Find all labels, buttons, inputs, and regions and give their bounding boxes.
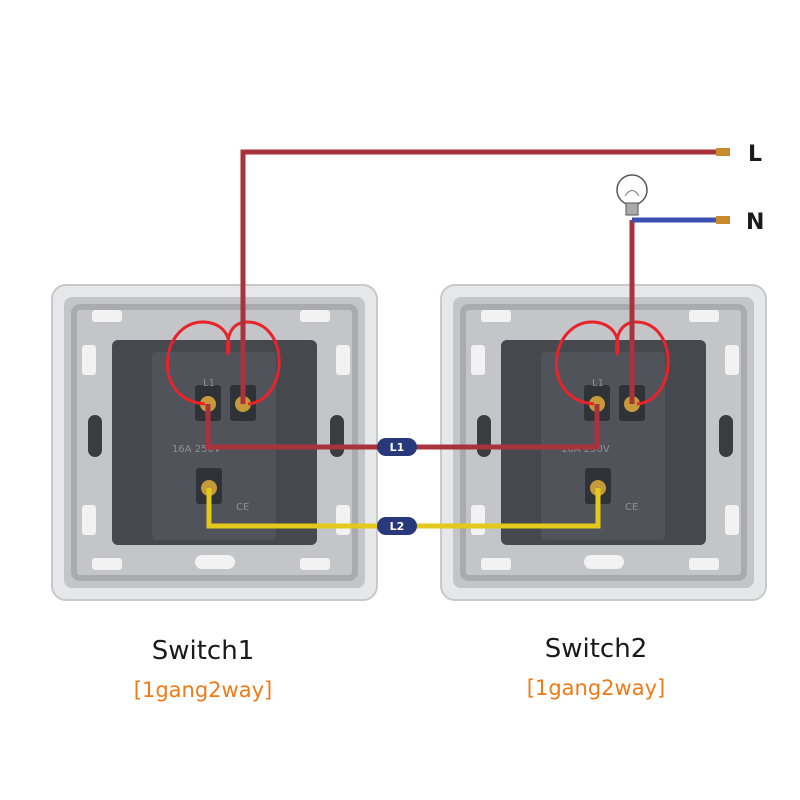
svg-text:L2: L2 xyxy=(390,520,405,533)
live-wire xyxy=(240,148,730,404)
switch2-subtitle: [1gang2way] xyxy=(526,676,666,700)
tag-l2: L2 xyxy=(377,517,417,535)
switch2-ce-mark: CE xyxy=(625,502,638,513)
switch1-title: Switch1 xyxy=(151,636,255,666)
tag-l1: L1 xyxy=(377,438,417,456)
switch1-frame: L1 16A 250V CE xyxy=(51,284,378,601)
neutral-wire xyxy=(632,216,730,224)
loop-wires xyxy=(166,320,670,406)
switch2-frame: L1 16A 250V CE xyxy=(440,284,767,601)
switch1-rating: 16A 250V xyxy=(172,444,221,455)
light-bulb-icon xyxy=(616,174,648,216)
switch2-title: Switch2 xyxy=(544,634,648,664)
switch2-caption: Switch2 [1gang2way] xyxy=(446,634,746,700)
switch1-caption: Switch1 [1gang2way] xyxy=(53,636,353,702)
live-terminal-label: L xyxy=(748,142,762,167)
switch1-terminal-label: L1 xyxy=(203,378,215,389)
switch2-terminal-label: L1 xyxy=(592,378,604,389)
svg-text:L1: L1 xyxy=(390,441,405,454)
neutral-terminal-label: N xyxy=(746,210,764,235)
switch1-ce-mark: CE xyxy=(236,502,249,513)
switch1-subtitle: [1gang2way] xyxy=(133,678,273,702)
